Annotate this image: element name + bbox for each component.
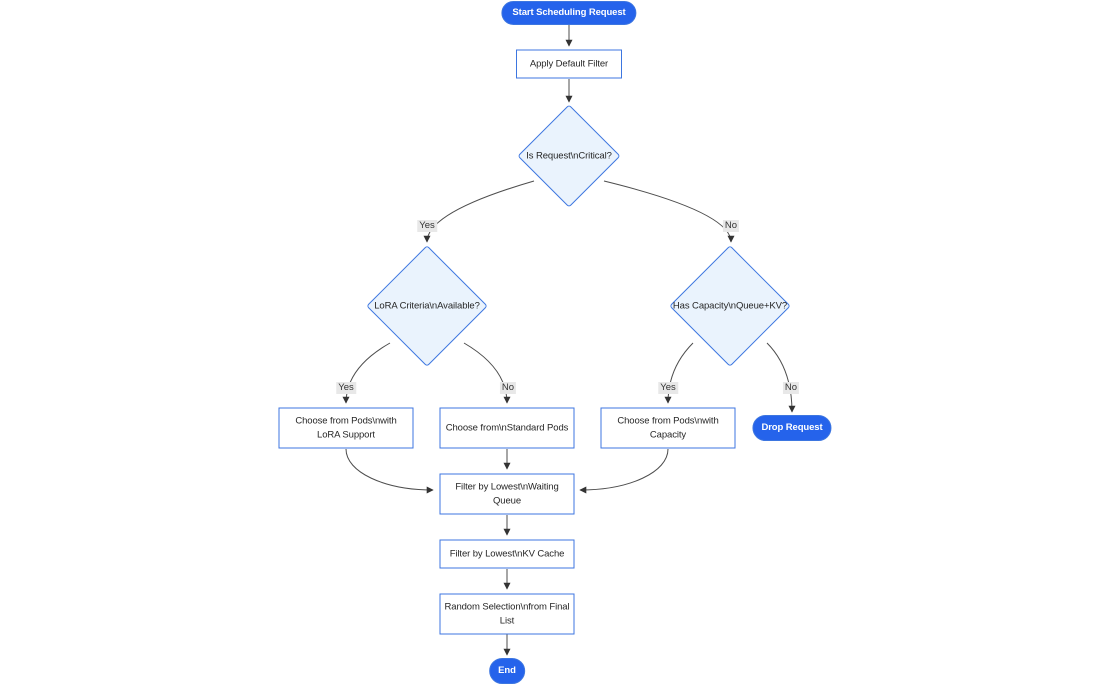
- edge-choose-capacity-to-filter-queue: [579, 448, 669, 494]
- edge-critical-yes-to-lora: [423, 180, 535, 243]
- edge-label-lora-yes: Yes: [336, 382, 356, 394]
- edge-label-lora-no: No: [499, 382, 517, 394]
- node-apply-default-filter: Apply Default Filter: [516, 49, 622, 79]
- node-lora-criteria-available-label: LoRA Criteria\nAvailable?: [374, 300, 480, 312]
- edge-label-critical-yes: Yes: [417, 220, 437, 232]
- edge-lora-no-to-choose-standard: [463, 342, 511, 404]
- node-choose-pods-with-capacity: Choose from Pods\nwith Capacity: [600, 407, 736, 449]
- node-filter-by-lowest-waiting-queue: Filter by Lowest\nWaiting Queue: [439, 473, 575, 515]
- edge-label-capacity-yes: Yes: [658, 382, 678, 394]
- edge-label-critical-no: No: [722, 220, 740, 232]
- node-choose-pods-with-lora: Choose from Pods\nwith LoRA Support: [278, 407, 414, 449]
- edge-capacity-yes-to-choose-capacity: [664, 342, 694, 404]
- edge-label-capacity-no: No: [782, 382, 800, 394]
- node-start: Start Scheduling Request: [501, 1, 637, 25]
- node-random-selection-from-final-list: Random Selection\nfrom Final List: [439, 593, 575, 635]
- edge-lora-yes-to-choose-lora: [342, 342, 391, 404]
- node-has-capacity-queue-kv-label: Has Capacity\nQueue+KV?: [672, 300, 788, 312]
- node-is-request-critical-label: Is Request\nCritical?: [526, 150, 612, 162]
- node-filter-by-lowest-kv-cache: Filter by Lowest\nKV Cache: [439, 539, 575, 569]
- edge-capacity-no-to-drop: [766, 342, 796, 413]
- node-end: End: [489, 658, 525, 684]
- edge-critical-no-to-capacity: [603, 180, 735, 243]
- node-drop-request: Drop Request: [752, 415, 832, 441]
- edge-choose-lora-to-filter-queue: [345, 448, 434, 494]
- node-choose-from-standard-pods: Choose from\nStandard Pods: [439, 407, 575, 449]
